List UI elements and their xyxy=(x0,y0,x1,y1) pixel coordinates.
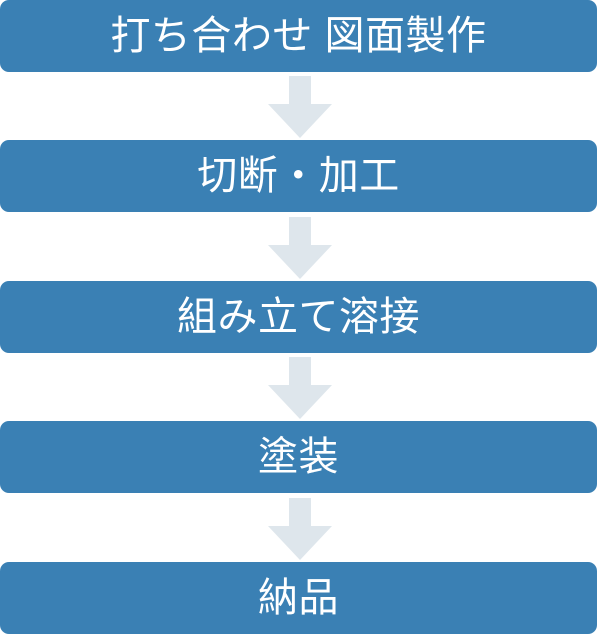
down-arrow-icon xyxy=(268,76,332,138)
process-step-1-label: 打ち合わせ 図面製作 xyxy=(110,14,487,58)
process-step-4-label: 塗装 xyxy=(258,435,339,479)
process-step-4[interactable]: 塗装 xyxy=(0,421,597,493)
process-step-3-label: 組み立て溶接 xyxy=(177,295,420,339)
process-step-5-label: 納品 xyxy=(258,576,339,620)
down-arrow-icon xyxy=(268,357,332,419)
down-arrow-icon xyxy=(268,217,332,279)
process-step-2[interactable]: 切断・加工 xyxy=(0,140,597,212)
process-step-5[interactable]: 納品 xyxy=(0,562,597,634)
process-step-3[interactable]: 組み立て溶接 xyxy=(0,281,597,353)
down-arrow-icon xyxy=(268,498,332,560)
process-step-2-label: 切断・加工 xyxy=(197,154,400,198)
process-step-1[interactable]: 打ち合わせ 図面製作 xyxy=(0,0,597,72)
